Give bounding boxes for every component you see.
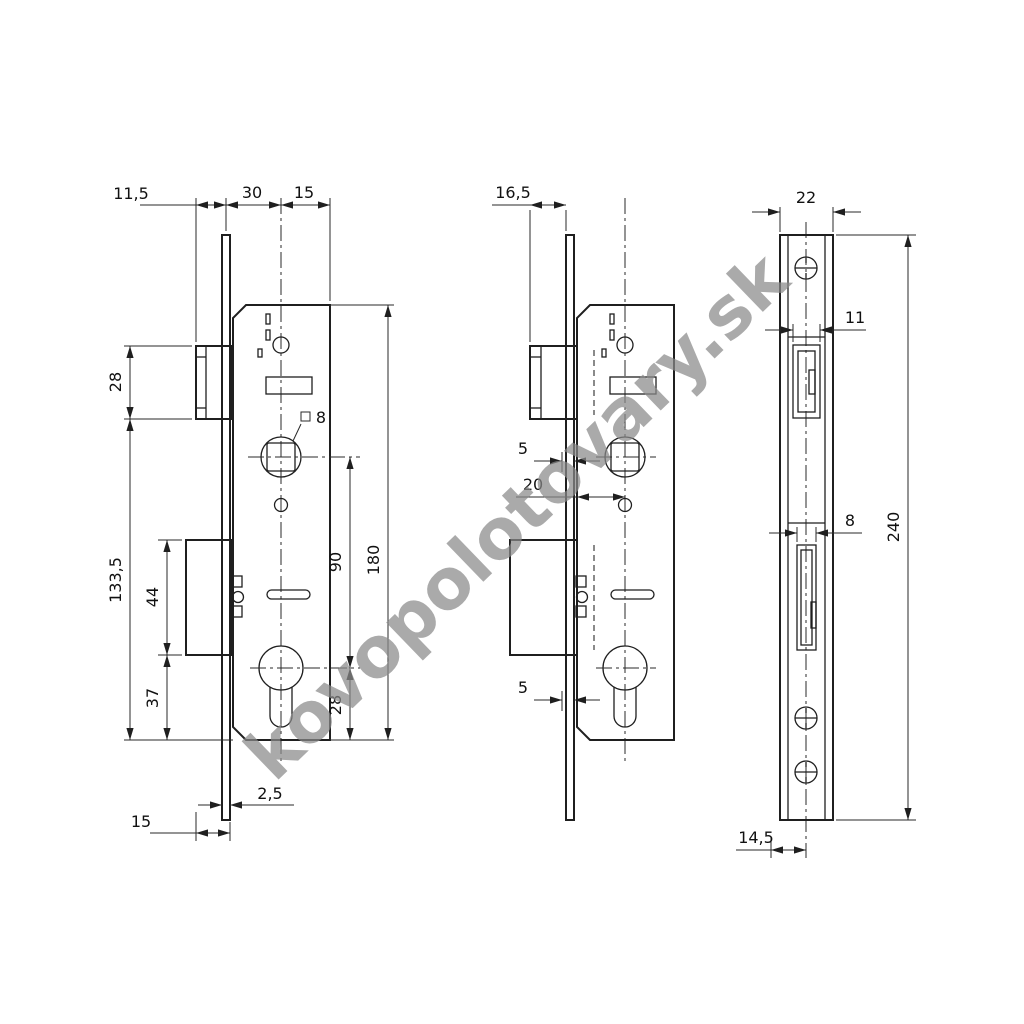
left-top-slot-1 xyxy=(265,313,271,325)
dim-label-133-5: 133,5 xyxy=(106,557,125,603)
middle-latch-bolt xyxy=(529,345,595,420)
middle-follower-plate xyxy=(609,376,657,395)
right-screw-bottom-1 xyxy=(794,706,818,730)
left-oval-slot xyxy=(266,589,311,600)
dim-label-37: 37 xyxy=(143,688,162,708)
middle-lock-body xyxy=(576,304,675,741)
middle-auxiliary-pin xyxy=(575,575,589,618)
dim-label-15-top: 15 xyxy=(294,183,314,202)
left-fixing-hole-top xyxy=(272,336,290,354)
dim-label-5-lower: 5 xyxy=(518,678,528,697)
left-deadbolt xyxy=(185,539,233,656)
middle-top-slot-1 xyxy=(609,313,615,325)
dim-label-90: 90 xyxy=(326,552,345,572)
right-faceplate xyxy=(779,234,834,821)
left-view-dimensions: 11,5 30 15 28 133,5 44 37 180 90 28 2,5 xyxy=(106,183,394,841)
left-fixing-hole-mid xyxy=(273,497,289,513)
right-screw-bottom-2 xyxy=(794,760,818,784)
right-deadbolt-opening xyxy=(796,544,817,651)
right-latch-opening xyxy=(792,344,821,419)
left-latch-bolt xyxy=(195,345,233,420)
dim-label-22: 22 xyxy=(796,188,816,207)
dim-label-14-5: 14,5 xyxy=(738,828,774,847)
middle-faceplate xyxy=(565,234,575,821)
dim-label-28-left: 28 xyxy=(106,372,125,392)
square-symbol xyxy=(300,411,311,422)
middle-view-dimensions: 16,5 5 20 5 xyxy=(492,183,625,711)
middle-oval-slot xyxy=(610,589,655,600)
dim-label-16-5: 16,5 xyxy=(495,183,531,202)
dim-label-44: 44 xyxy=(143,587,162,607)
middle-top-slot-2 xyxy=(609,329,615,341)
left-view: 11,5 30 15 28 133,5 44 37 180 90 28 2,5 xyxy=(106,183,394,841)
middle-view: 16,5 5 20 5 xyxy=(492,183,675,821)
right-view: 22 11 8 240 14,5 xyxy=(736,188,916,858)
left-auxiliary-pin xyxy=(231,575,245,618)
dim-label-5-upper: 5 xyxy=(518,439,528,458)
dim-label-20: 20 xyxy=(523,475,543,494)
dim-label-square-8: 8 xyxy=(316,408,326,427)
dim-label-180: 180 xyxy=(364,545,383,576)
dim-label-11-5: 11,5 xyxy=(113,184,149,203)
watermark: kovopolotovary.sk xyxy=(229,236,805,796)
dim-label-8: 8 xyxy=(845,511,855,530)
right-view-dimensions: 22 11 8 240 14,5 xyxy=(736,188,916,858)
dim-label-30: 30 xyxy=(242,183,262,202)
middle-top-slot-3 xyxy=(601,348,607,358)
dim-label-11: 11 xyxy=(845,308,865,327)
middle-fixing-hole-top xyxy=(616,336,634,354)
left-top-slot-3 xyxy=(257,348,263,358)
right-screw-top xyxy=(794,256,818,280)
left-top-slot-2 xyxy=(265,329,271,341)
dim-label-2-5: 2,5 xyxy=(257,784,282,803)
left-follower-plate xyxy=(265,376,313,395)
middle-fixing-hole-mid xyxy=(617,497,633,513)
dim-label-15-bottom: 15 xyxy=(131,812,151,831)
left-faceplate xyxy=(221,234,231,821)
dim-label-28-right: 28 xyxy=(326,695,345,715)
dim-label-240: 240 xyxy=(884,512,903,543)
